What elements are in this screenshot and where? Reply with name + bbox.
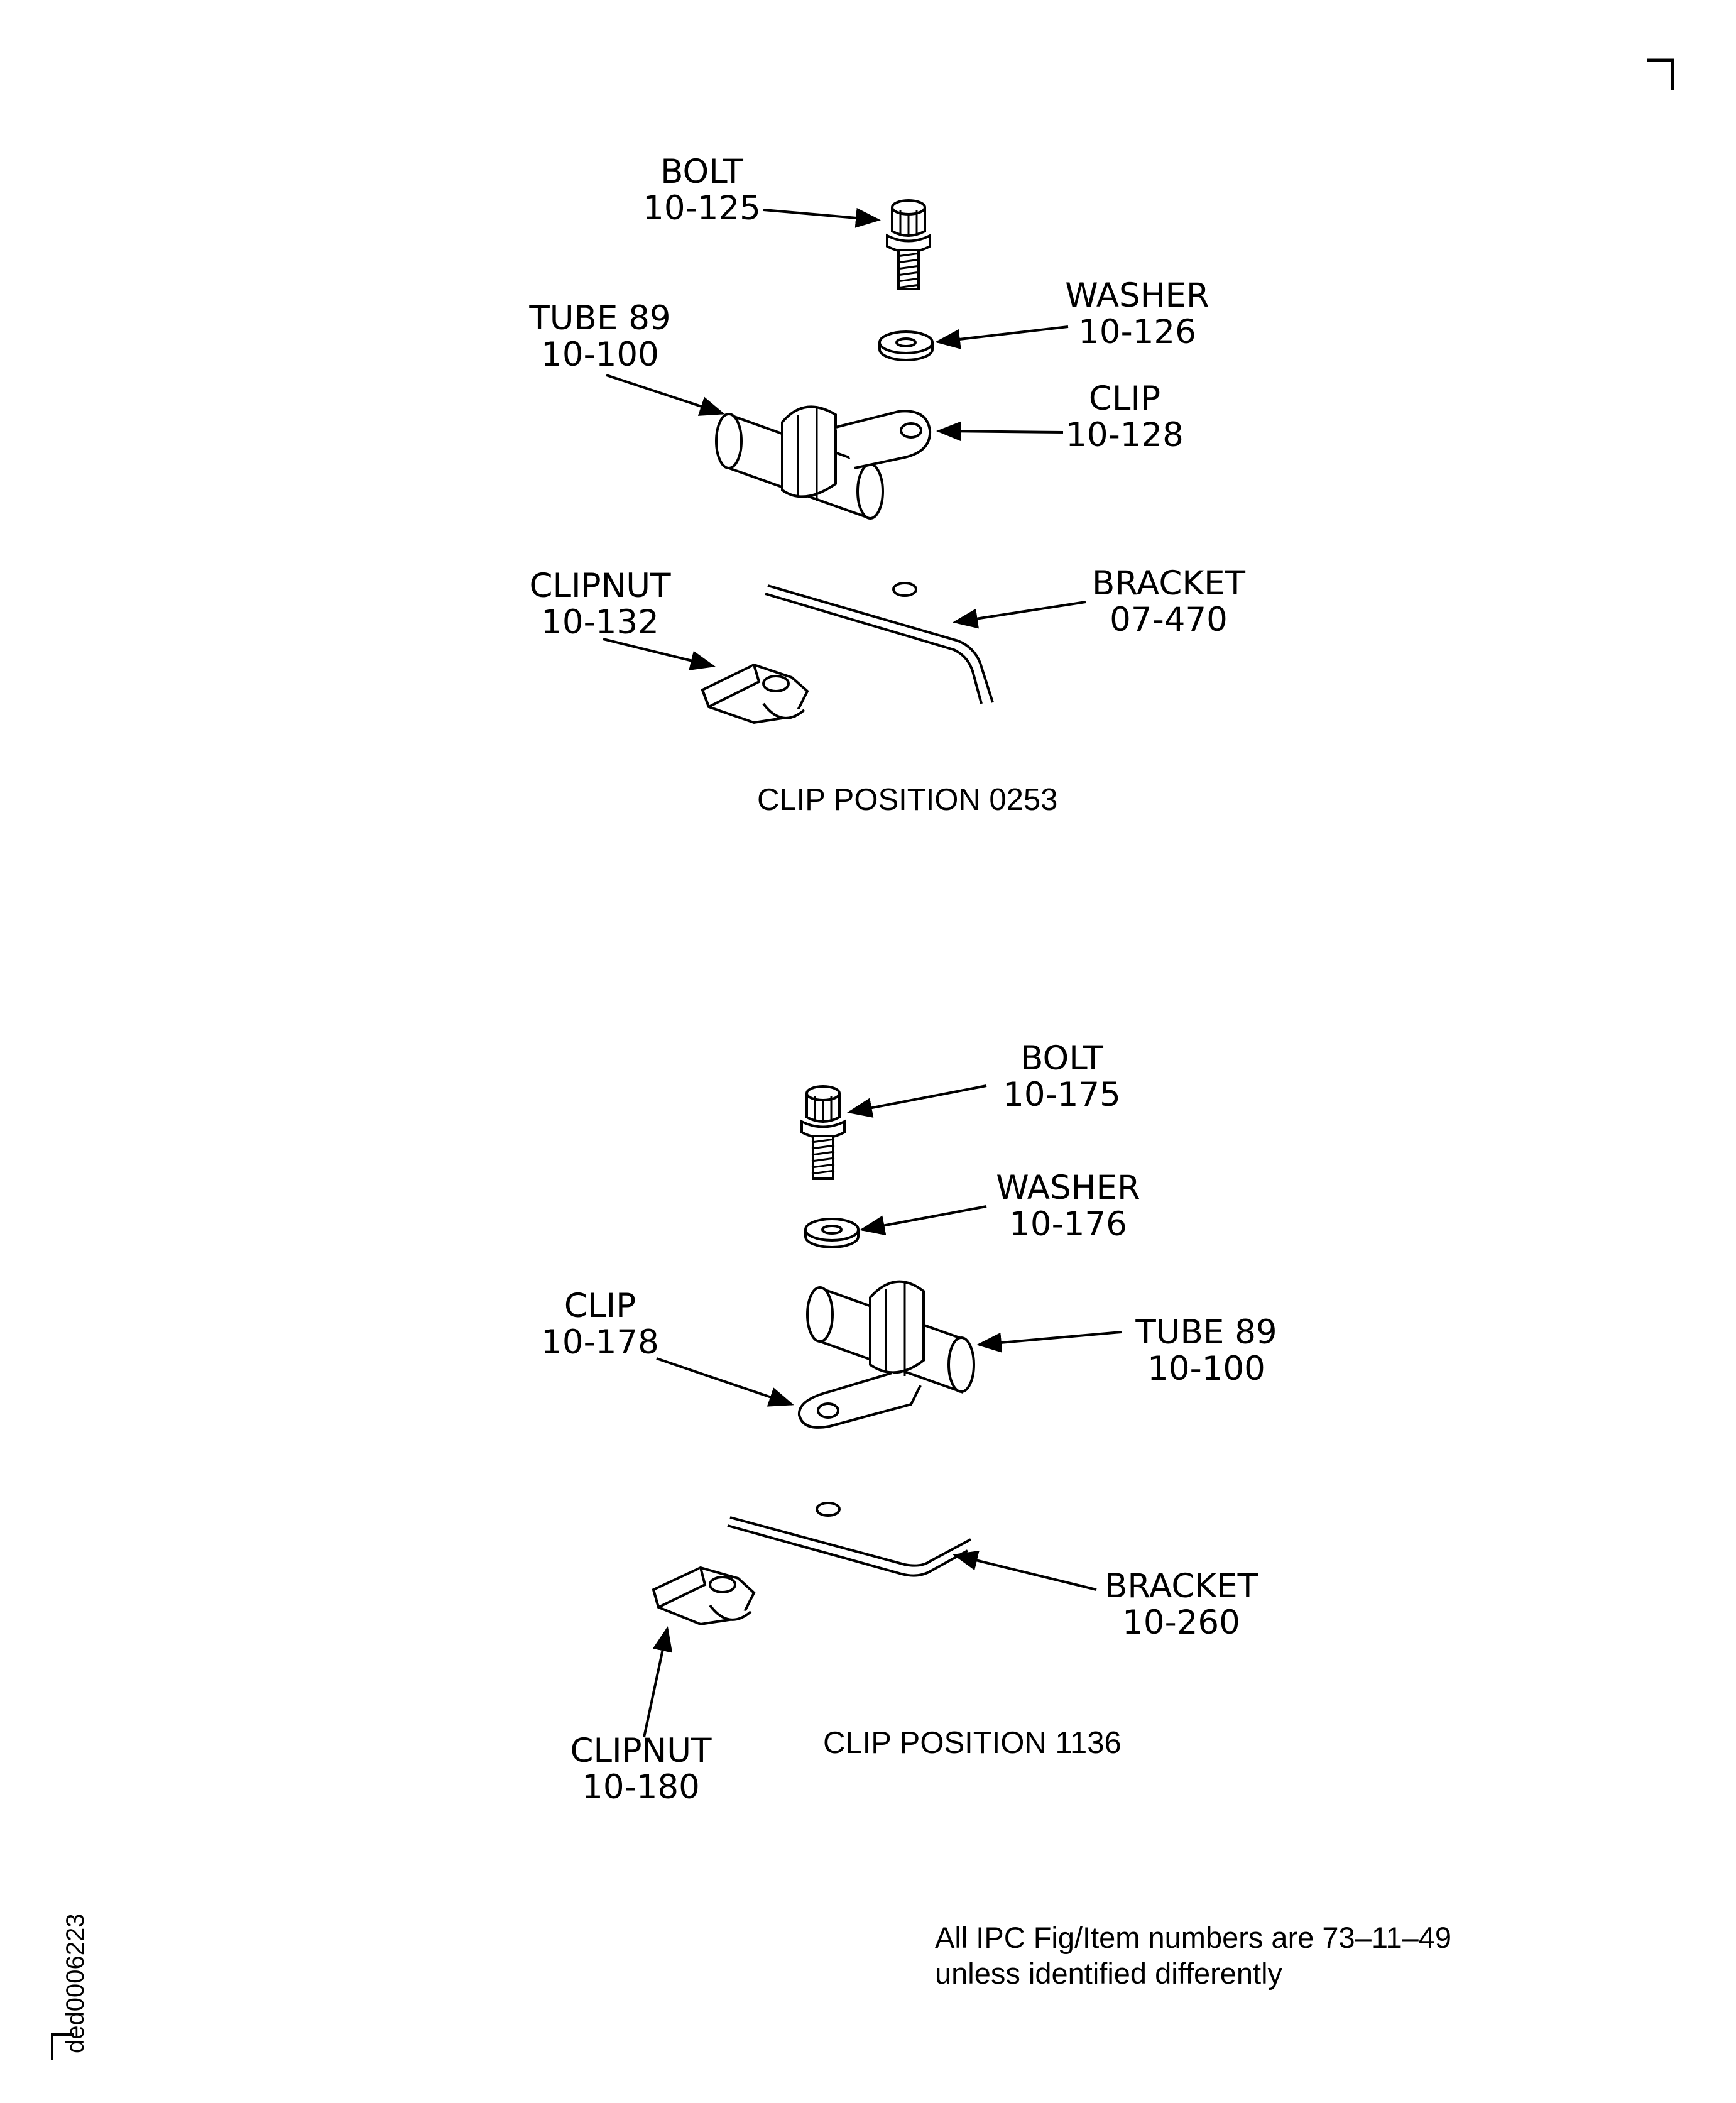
clipnut-name: CLIPNUT — [529, 567, 671, 605]
washer-name: WASHER — [996, 1169, 1140, 1207]
leader-arrows-lower — [643, 1084, 1122, 1738]
clipnut-label-lower: CLIPNUT 10-180 — [559, 1733, 723, 1806]
clipnut-item-number: 10-180 — [582, 1768, 700, 1806]
clipnut-part-upper — [701, 663, 809, 724]
bolt-label-lower: BOLT 10-175 — [996, 1041, 1128, 1113]
corner-mark-top-right — [1647, 58, 1674, 90]
leader-arrows-upper — [603, 207, 1086, 670]
washer-item-number: 10-176 — [1009, 1205, 1127, 1243]
washer-part-lower — [804, 1218, 860, 1248]
clipnut-item-number: 10-132 — [541, 603, 659, 642]
bracket-part-upper — [765, 582, 994, 704]
bolt-item-number: 10-175 — [1003, 1076, 1121, 1114]
bolt-part-lower — [800, 1085, 846, 1180]
tube-item-number: 10-100 — [541, 336, 659, 374]
bracket-item-number: 10-260 — [1122, 1603, 1240, 1642]
washer-label-lower: WASHER 10-176 — [986, 1170, 1150, 1243]
tube-item-number: 10-100 — [1147, 1350, 1265, 1388]
clip-label-lower: CLIP 10-178 — [531, 1288, 669, 1361]
clipnut-name: CLIPNUT — [570, 1732, 712, 1770]
tube-name: TUBE 89 — [529, 299, 671, 337]
tube-label-upper: TUBE 89 10-100 — [518, 300, 682, 373]
bolt-item-number: 10-125 — [643, 189, 761, 227]
tube-and-clip-part-lower — [797, 1280, 975, 1429]
bolt-part-upper — [886, 199, 931, 290]
bracket-name: BRACKET — [1092, 564, 1245, 603]
clip-name: CLIP — [1088, 380, 1161, 418]
clip-item-number: 10-128 — [1066, 416, 1184, 454]
clipnut-label-upper: CLIPNUT 10-132 — [518, 568, 682, 641]
tube-name: TUBE 89 — [1135, 1313, 1277, 1352]
bracket-label-lower: BRACKET 10-260 — [1093, 1568, 1269, 1641]
clipnut-part-lower — [652, 1566, 756, 1626]
clip-name: CLIP — [564, 1287, 636, 1325]
corner-mark-bottom-left — [51, 2033, 74, 2060]
tube-label-lower: TUBE 89 10-100 — [1125, 1314, 1288, 1387]
bolt-label-upper: BOLT 10-125 — [636, 154, 768, 227]
bracket-item-number: 07-470 — [1110, 601, 1228, 639]
washer-item-number: 10-126 — [1078, 313, 1196, 351]
note-line-1: All IPC Fig/Item numbers are 73–11–49 — [935, 1921, 1452, 1954]
caption-lower: CLIP POSITION 1136 — [823, 1726, 1122, 1760]
bracket-part-lower — [727, 1502, 971, 1577]
washer-label-upper: WASHER 10-126 — [1056, 278, 1219, 351]
washer-part-upper — [878, 330, 934, 361]
tube-and-clip-part-upper — [715, 405, 932, 520]
clip-item-number: 10-178 — [541, 1323, 659, 1362]
bolt-name: BOLT — [1020, 1039, 1103, 1078]
drawing-id: ded0006223 — [62, 1913, 89, 2053]
washer-name: WASHER — [1065, 276, 1209, 315]
ipc-reference-note: All IPC Fig/Item numbers are 73–11–49 un… — [935, 1920, 1451, 1991]
bracket-name: BRACKET — [1105, 1567, 1258, 1605]
bolt-name: BOLT — [660, 153, 743, 191]
note-line-2: unless identified differently — [935, 1957, 1283, 1990]
clip-label-upper: CLIP 10-128 — [1056, 381, 1194, 454]
bracket-label-upper: BRACKET 07-470 — [1081, 565, 1257, 638]
caption-upper: CLIP POSITION 0253 — [757, 783, 1058, 817]
